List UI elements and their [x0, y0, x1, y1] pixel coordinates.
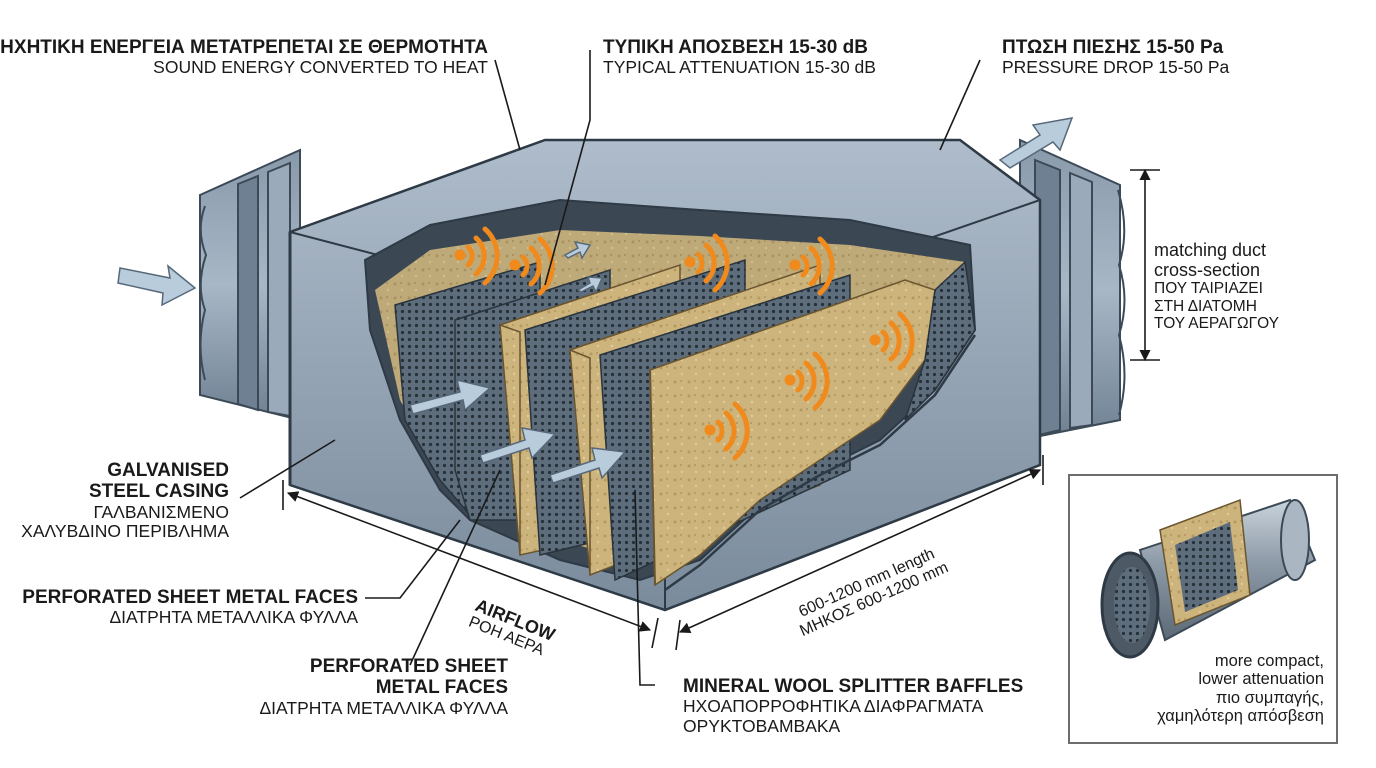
heat-label-en: SOUND ENERGY CONVERTED TO HEAT	[153, 57, 488, 78]
pressure-label-en: PRESSURE DROP 15-50 Pa	[1002, 57, 1230, 78]
pressure-label: ΠΤΩΣΗ ΠΙΕΣΗΣ 15-50 Pa PRESSURE DROP 15-5…	[1002, 37, 1229, 78]
casing-el-1: ΓΑΛΒΑΝΙΣΜΕΝΟ	[93, 501, 229, 522]
inset-en-1: more compact,	[1214, 652, 1324, 670]
dimension-lines	[282, 168, 1160, 651]
baffles-en: MINERAL WOOL SPLITTER BAFFLES	[683, 676, 1024, 697]
attenuation-label-el: ΤΥΠΙΚΗ ΑΠΟΣΒΕΣΗ 15-30 dB	[603, 37, 868, 58]
baffles-label: MINERAL WOOL SPLITTER BAFFLES ΗΧΟΑΠΟΡΡΟΦ…	[683, 676, 1023, 736]
casing-en-1: GALVANISED	[107, 460, 229, 481]
airflow-arrows	[117, 117, 1074, 484]
duct-el-2: ΣΤΗ ΔΙΑΤΟΜΗ	[1154, 297, 1257, 315]
faces1-en: PERFORATED SHEET METAL FACES	[22, 587, 358, 608]
casing-en-2: STEEL CASING	[88, 481, 229, 503]
baffles-el-2: ΟΡΥΚΤΟΒΑΜΒΑΚΑ	[683, 715, 841, 736]
inset-en-2: lower attenuation	[1198, 670, 1324, 689]
duct-en-2: cross-section	[1154, 260, 1261, 281]
inset-circular-silencer	[1100, 498, 1317, 659]
duct-el-1: ΠΟΥ ΤΑΙΡΙΑΖΕΙ	[1154, 280, 1263, 298]
faces2-en-2: METAL FACES	[375, 677, 508, 699]
duct-en-1: matching duct	[1154, 240, 1267, 260]
faces1-el: ΔΙΑΤΡΗΤΑ ΜΕΤΑΛΛΙΚΑ ΦΥΛΛΑ	[109, 607, 358, 628]
heat-label: ΗΧΗΤΙΚΗ ΕΝΕΡΓΕΙΑ ΜΕΤΑΤΡΕΠΕΤΑΙ ΣΕ ΘΕΡΜΟΤΗ…	[0, 37, 488, 78]
inset-caption: more compact, lower attenuation πιο συμπ…	[1157, 652, 1324, 726]
inset-el-2: χαμηλότερη απόσβεση	[1157, 707, 1324, 726]
inset-frame	[1068, 474, 1338, 744]
pressure-label-el: ΠΤΩΣΗ ΠΙΕΣΗΣ 15-50 Pa	[1002, 37, 1224, 58]
attenuation-label-en: TYPICAL ATTENUATION 15-30 dB	[603, 57, 876, 78]
inlet-duct	[199, 148, 301, 422]
attenuation-label: ΤΥΠΙΚΗ ΑΠΟΣΒΕΣΗ 15-30 dB TYPICAL ATTENUA…	[603, 37, 876, 78]
faces2-el: ΔΙΑΤΡΗΤΑ ΜΕΤΑΛΛΙΚΑ ΦΥΛΛΑ	[259, 697, 508, 718]
casing-label: GALVANISED STEEL CASING ΓΑΛΒΑΝΙΣΜΕΝΟ ΧΑΛ…	[21, 460, 229, 542]
heat-label-el: ΗΧΗΤΙΚΗ ΕΝΕΡΓΕΙΑ ΜΕΤΑΤΡΕΠΕΤΑΙ ΣΕ ΘΕΡΜΟΤΗ…	[0, 37, 488, 58]
casing-el-2: ΧΑΛΥΒΔΙΝΟ ΠΕΡΙΒΛΗΜΑ	[21, 521, 229, 542]
perforated-faces-label-1: PERFORATED SHEET METAL FACES ΔΙΑΤΡΗΤΑ ΜΕ…	[22, 587, 358, 628]
faces2-en-1: PERFORATED SHEET	[309, 656, 508, 677]
duct-cross-section-label: matching duct cross-section ΠΟΥ ΤΑΙΡΙΑΖΕ…	[1154, 240, 1279, 332]
perforated-faces-label-2: PERFORATED SHEET METAL FACES ΔΙΑΤΡΗΤΑ ΜΕ…	[259, 656, 508, 718]
inset-el-1: πιο συμπαγής,	[1215, 688, 1324, 707]
duct-el-3: ΤΟΥ ΑΕΡΑΓΩΓΟΥ	[1154, 315, 1280, 333]
baffles-el-1: ΗΧΟΑΠΟΡΡΟΦΗΤΙΚΑ ΔΙΑΦΡΑΓΜΑΤΑ	[683, 696, 984, 717]
